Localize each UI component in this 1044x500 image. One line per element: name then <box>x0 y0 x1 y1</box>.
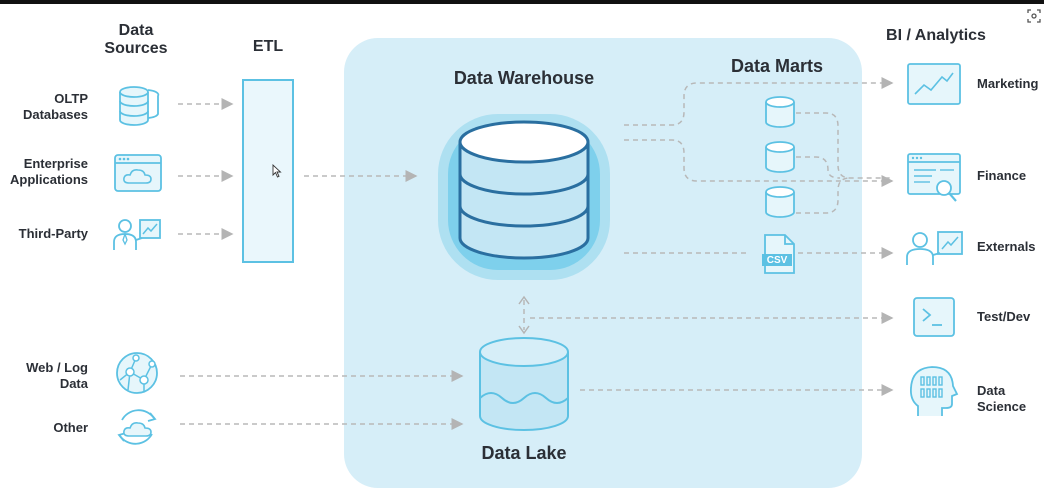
presenter-icon <box>113 219 161 250</box>
data-warehouse-icon <box>438 114 610 280</box>
label-line: Enterprise <box>23 156 88 171</box>
ai-head-icon <box>909 366 959 416</box>
presenter-icon <box>906 231 963 265</box>
database-stack-icon <box>119 86 160 126</box>
arrow-mart2-finance <box>796 156 841 179</box>
data-sources-header: Data Sources <box>96 22 176 58</box>
arrow-warehouse-marketing <box>624 77 894 126</box>
trend-chart-icon <box>907 63 961 105</box>
data-lake-title: Data Lake <box>481 443 567 463</box>
csv-label: CSV <box>766 255 788 266</box>
data-mart-icon <box>765 186 795 218</box>
source-label: Enterprise Applications <box>0 156 88 188</box>
source-label: OLTP Databases <box>0 91 88 123</box>
bi-analytics-header: BI / Analytics <box>886 27 986 44</box>
label-line: Data <box>59 376 88 391</box>
output-label: Finance <box>977 168 1027 183</box>
arrowhead-down <box>518 325 530 335</box>
top-bar <box>0 0 1044 4</box>
etl-box <box>242 79 294 263</box>
data-lake-icon <box>479 337 569 431</box>
header-line: Data <box>118 22 154 39</box>
data-warehouse-title: Data Warehouse <box>453 68 595 88</box>
label-line: Applications <box>9 172 88 187</box>
label-line: Data <box>977 383 1006 398</box>
cloud-window-icon <box>114 154 162 192</box>
terminal-icon <box>913 297 955 337</box>
source-label: Other <box>53 420 88 435</box>
data-mart-icon <box>765 141 795 173</box>
cloud-sync-icon <box>117 409 157 445</box>
etl-header: ETL <box>252 38 284 55</box>
network-globe-icon <box>116 352 158 394</box>
output-label: Data Science <box>977 383 1043 415</box>
label-line: Databases <box>22 107 88 122</box>
screenshot-icon[interactable] <box>1026 8 1042 24</box>
output-label: Test/Dev <box>977 309 1031 324</box>
label-line: Web / Log <box>26 360 88 375</box>
report-search-icon <box>907 153 961 202</box>
csv-file-icon: CSV <box>761 234 797 274</box>
arrow-mart3-finance <box>796 177 851 214</box>
header-line: Sources <box>104 40 168 57</box>
output-label: Externals <box>977 239 1036 254</box>
arrow-mart1-finance <box>796 112 892 179</box>
arrowhead-up <box>518 295 530 305</box>
source-label: Web / Log Data <box>0 360 88 392</box>
mouse-cursor-icon <box>272 163 282 178</box>
source-label: Third-Party <box>18 226 88 241</box>
data-mart-icon <box>765 96 795 128</box>
label-line: OLTP <box>54 91 88 106</box>
data-marts-title: Data Marts <box>730 56 824 76</box>
arrow-warehouse-finance <box>624 139 894 187</box>
output-label: Marketing <box>977 76 1039 91</box>
label-line: Science <box>977 399 1027 414</box>
